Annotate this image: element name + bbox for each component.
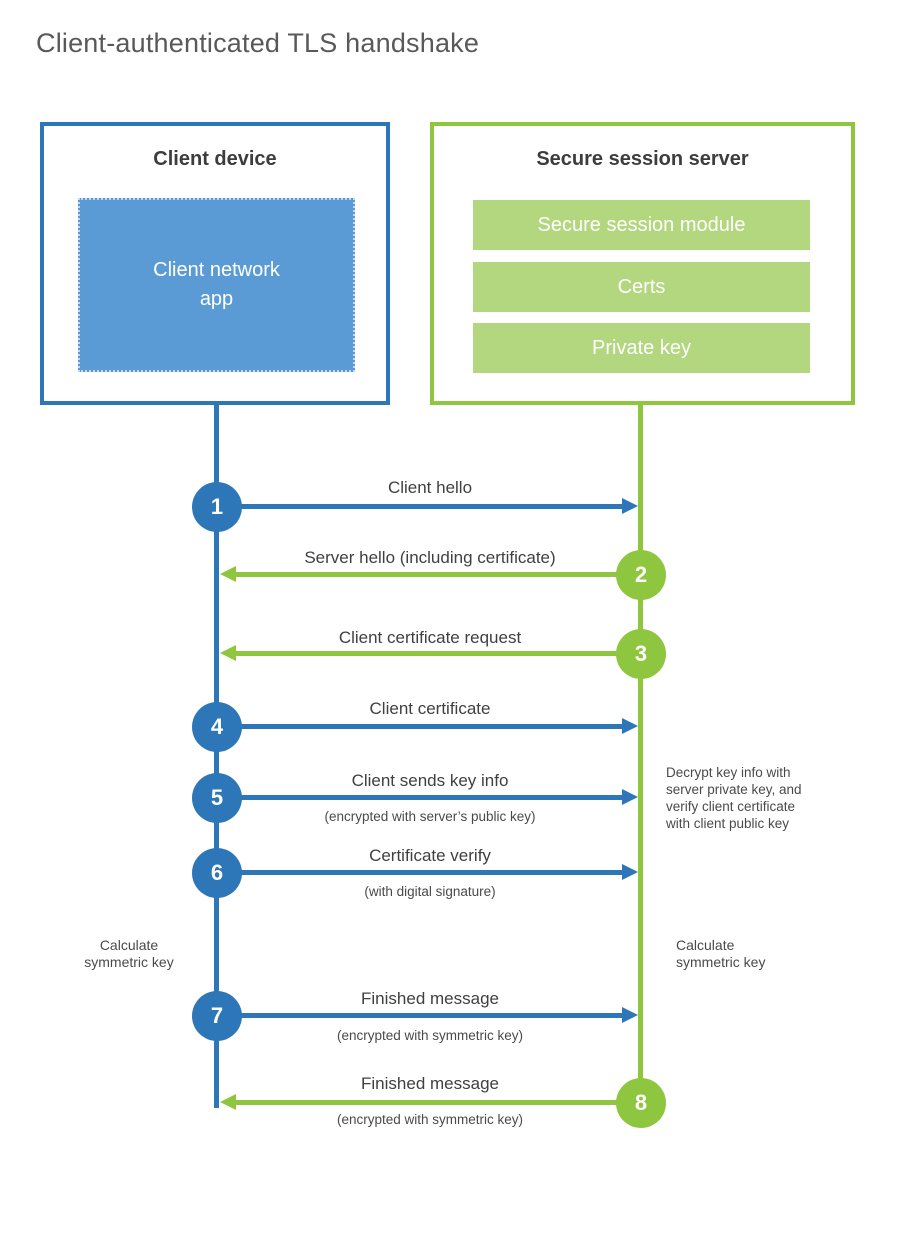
step-1-badge: 1 xyxy=(192,482,242,532)
step-3-label: Client certificate request xyxy=(338,628,522,647)
server-decrypt-note: Decrypt key info with server private key… xyxy=(666,764,802,832)
arrowhead-left-icon xyxy=(220,566,236,582)
step-6-label: Certificate verify xyxy=(369,846,491,865)
secure-session-server-title: Secure session server xyxy=(536,148,749,170)
client-calculate-key-line1: Calculate xyxy=(99,937,159,953)
server-decrypt-note-line4: with client public key xyxy=(666,816,790,831)
step-4-label: Client certificate xyxy=(369,699,491,718)
step-6-arrow xyxy=(240,864,638,880)
step-6-sublabel: (with digital signature) xyxy=(364,884,496,899)
step-5-badge: 5 xyxy=(192,773,242,823)
server-module-certs: Certs xyxy=(473,262,810,312)
client-calculate-key-note: Calculate symmetric key xyxy=(70,937,188,971)
step-5-sublabel: (encrypted with server’s public key) xyxy=(324,809,536,824)
step-1-label: Client hello xyxy=(387,478,473,497)
arrowhead-right-icon xyxy=(622,1007,638,1023)
page-title: Client-authenticated TLS handshake xyxy=(36,28,480,58)
server-decrypt-note-line2: server private key, and xyxy=(666,782,802,797)
step-5-label: Client sends key info xyxy=(351,771,509,790)
client-network-app-box: Client network app xyxy=(78,198,355,372)
server-module-private-key: Private key xyxy=(473,323,810,373)
client-app-label-line2: app xyxy=(199,288,234,310)
client-device-box: Client device Client network app xyxy=(40,122,390,405)
arrowhead-right-icon xyxy=(622,498,638,514)
step-4-arrow xyxy=(240,718,638,734)
server-module-secure-session: Secure session module xyxy=(473,200,810,250)
client-lifeline xyxy=(214,405,219,1108)
server-calculate-key-line1: Calculate xyxy=(676,937,735,953)
arrowhead-left-icon xyxy=(220,1094,236,1110)
server-calculate-key-note: Calculate symmetric key xyxy=(676,937,765,971)
step-7-arrow xyxy=(240,1007,638,1023)
server-lifeline xyxy=(638,405,643,1105)
step-8-label: Finished message xyxy=(361,1074,499,1093)
step-3-arrow xyxy=(220,645,618,661)
server-decrypt-note-line1: Decrypt key info with xyxy=(666,765,791,780)
step-2-label: Server hello (including certificate) xyxy=(304,548,556,567)
step-5-arrow xyxy=(240,789,638,805)
arrowhead-left-icon xyxy=(220,645,236,661)
step-8-arrow xyxy=(220,1094,618,1110)
step-7-sublabel: (encrypted with symmetric key) xyxy=(336,1028,524,1043)
step-2-arrow xyxy=(220,566,618,582)
step-8-badge: 8 xyxy=(616,1078,666,1128)
step-8-sublabel: (encrypted with symmetric key) xyxy=(336,1112,524,1127)
step-1-arrow xyxy=(240,498,638,514)
server-decrypt-note-line3: verify client certificate xyxy=(666,799,796,814)
arrowhead-right-icon xyxy=(622,864,638,880)
client-app-label-line1: Client network xyxy=(153,259,280,281)
client-device-title: Client device xyxy=(153,148,277,170)
step-7-badge: 7 xyxy=(192,991,242,1041)
step-6-badge: 6 xyxy=(192,848,242,898)
server-calculate-key-line2: symmetric key xyxy=(676,954,766,970)
step-2-badge: 2 xyxy=(616,550,666,600)
step-3-badge: 3 xyxy=(616,629,666,679)
client-calculate-key-line2: symmetric key xyxy=(84,954,174,970)
arrowhead-right-icon xyxy=(622,789,638,805)
secure-session-server-box: Secure session server Secure session mod… xyxy=(430,122,855,405)
step-7-label: Finished message xyxy=(361,989,499,1008)
arrowhead-right-icon xyxy=(622,718,638,734)
step-4-badge: 4 xyxy=(192,702,242,752)
